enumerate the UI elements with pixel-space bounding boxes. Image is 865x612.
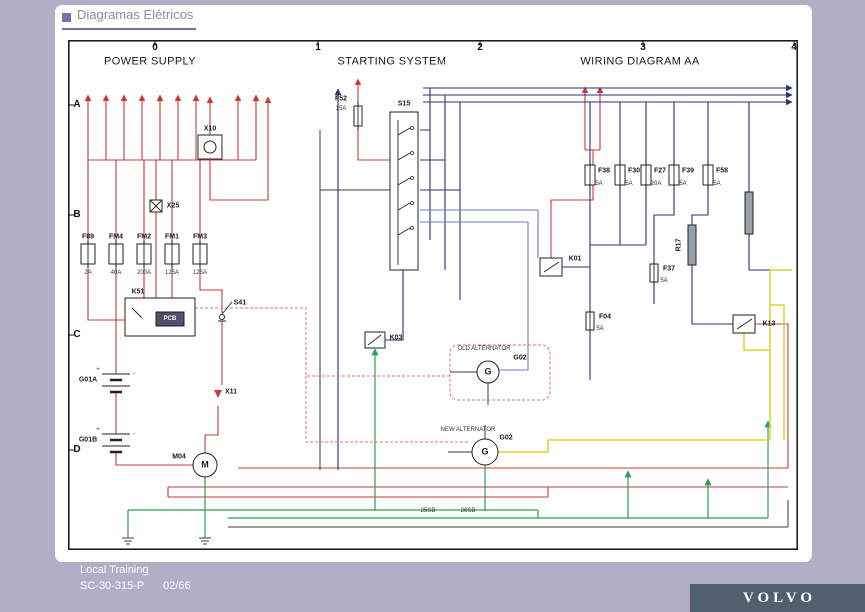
footer-page-number: 02/66 <box>163 580 191 592</box>
component-symbols <box>80 102 756 478</box>
page-title: Diagramas Elétricos <box>77 7 194 22</box>
yellow-wires <box>498 269 792 453</box>
schematic-frame <box>68 40 798 550</box>
footer-doc-code: SC-30-315-P <box>80 580 144 592</box>
black-wires <box>122 130 789 545</box>
header-underline <box>62 28 196 30</box>
footer-doc-line: SC-30-315-P 02/66 <box>80 580 191 592</box>
navy-bus-arrows <box>334 84 793 130</box>
blue-wires <box>420 209 539 371</box>
volvo-brand-bar: VOLVO <box>690 584 865 612</box>
green-wires <box>127 348 772 538</box>
header-bullet-icon <box>62 13 71 22</box>
dashed-diagnostic-wires <box>195 307 551 443</box>
navy-wires <box>337 88 770 470</box>
volvo-logo: VOLVO <box>742 589 817 606</box>
red-wire-arrows <box>84 78 604 200</box>
red-wires <box>87 126 789 498</box>
schematic-svg <box>68 40 798 550</box>
footer-course-label: Local Training <box>80 564 149 576</box>
